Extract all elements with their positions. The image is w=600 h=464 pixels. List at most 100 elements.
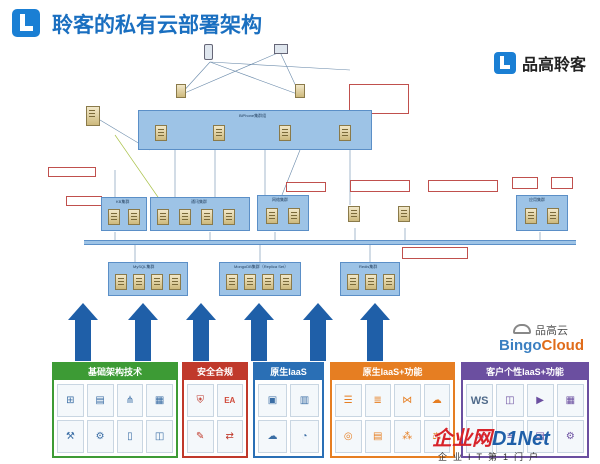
note-redis [402, 247, 468, 259]
up-arrow-icon [68, 303, 98, 361]
module-title: 安全合规 [184, 364, 246, 380]
zone-redis-cluster: Redis集群 [340, 262, 400, 296]
flow-icon: ⇄ [216, 420, 243, 453]
page-title: 聆客的私有云部署架构 [52, 14, 262, 37]
up-arrow-icon [128, 303, 158, 361]
server-icon [383, 274, 395, 290]
zone-label: BiPhone集群组 [239, 113, 267, 118]
stack-icon: ≣ [364, 384, 391, 417]
compute-icon: ▣ [258, 384, 287, 417]
title-bar: 聆客的私有云部署架构 [0, 0, 600, 44]
stack-icon: ≡ [496, 420, 524, 453]
database-icon: ◫ [496, 384, 524, 417]
note-app-b [428, 180, 498, 192]
server-icon [347, 274, 359, 290]
balance-icon: ⚖ [423, 420, 450, 453]
note-left-top [48, 167, 96, 177]
zone-net-cluster: 网络集群 [257, 195, 309, 231]
rack-icon: ▦ [556, 384, 584, 417]
up-arrow-icon [303, 303, 333, 361]
server-icon [365, 274, 377, 290]
desktop-icon: ▭ [466, 420, 494, 453]
note-left-mid [66, 196, 102, 206]
standalone-server-icon [86, 106, 100, 126]
zone-comm-cluster: 通讯集群 [150, 197, 250, 231]
module-icons: WS ◫ ▶ ▦ ▭ ≡ ▤ ⚙ [466, 384, 584, 453]
module-icons: ▣ ▥ ☁ ◔ [258, 384, 319, 453]
d1net-watermark: 企业网D1Net 企业IT第1门户 [432, 422, 598, 464]
watermark-logo-a: 企业网 [432, 428, 492, 450]
module-title: 原生IaaS+功能 [332, 364, 453, 380]
list-icon: ☰ [335, 384, 362, 417]
server-icon [157, 209, 169, 225]
server-icon [155, 125, 167, 141]
database-icon: ◫ [146, 420, 173, 453]
client-phone-icon [204, 44, 213, 60]
zone-label: 通讯集群 [191, 199, 207, 204]
server-icon [169, 274, 181, 290]
zone-label: MongoDB集群（Replica Set） [234, 264, 289, 269]
server-icon: ▤ [526, 420, 554, 453]
server-icon [348, 206, 360, 222]
server-icon: ▤ [364, 420, 391, 453]
bingocloud-cn: 品高云 [535, 325, 568, 337]
cloud-network-icon: ☁ [258, 420, 287, 453]
server-icon [525, 208, 537, 224]
zone-kb-cluster: KB集群 [101, 197, 147, 231]
network-backbone [84, 240, 576, 245]
bingocloud-en-b: Cloud [541, 337, 585, 354]
module-native-iaas: 原生IaaS ▣ ▥ ☁ ◔ [253, 362, 324, 458]
note-app-a [350, 180, 410, 192]
note-app-c [512, 177, 538, 189]
server-icon [339, 125, 351, 141]
server-icon [179, 209, 191, 225]
edit-icon: ✎ [187, 420, 214, 453]
module-icons: ☰ ≣ ⋈ ☁ ◎ ▤ ⁂ ⚖ [335, 384, 450, 453]
module-security: 安全合规 ⛨ EA ✎ ⇄ [182, 362, 248, 458]
cloud-settings-icon: ☁ [423, 384, 450, 417]
ws-icon: WS [466, 384, 494, 417]
zone-mysql-cluster: MySQL集群 [108, 262, 188, 296]
server-rack-icon: ▤ [86, 384, 114, 417]
watermark-logo: 企业网D1Net [432, 422, 550, 451]
note-app-d [551, 177, 573, 189]
monitor-gauge-icon: ◔ [290, 420, 319, 453]
brand-name: 品高聆客 [521, 57, 586, 74]
video-icon: ▶ [526, 384, 554, 417]
ea-icon: EA [216, 384, 243, 417]
hierarchy-icon: ⋈ [394, 384, 421, 417]
zone-label: MySQL集群 [133, 264, 155, 269]
storage-icon: ▥ [290, 384, 319, 417]
server-icon [280, 274, 292, 290]
lingke-logo-icon [12, 9, 40, 37]
server-icon [108, 209, 120, 225]
gear-icon: ⚙ [86, 420, 114, 453]
client-router-right-icon [295, 84, 305, 98]
server-icon [398, 206, 410, 222]
database-icon: ◎ [335, 420, 362, 453]
module-title: 客户个性IaaS+功能 [463, 364, 587, 380]
zone-label: 应用集群 [529, 197, 545, 202]
module-custom-iaas: 客户个性IaaS+功能 WS ◫ ▶ ▦ ▭ ≡ ▤ ⚙ [461, 362, 589, 458]
zone-label: KB集群 [116, 199, 130, 204]
bingocloud-en: BingoCloud [499, 337, 584, 354]
module-title: 原生IaaS [255, 364, 322, 380]
module-icons: ⛨ EA ✎ ⇄ [187, 384, 243, 453]
server-icon [266, 208, 278, 224]
server-icon [279, 125, 291, 141]
up-arrow-icon [244, 303, 274, 361]
module-native-iaas-plus: 原生IaaS+功能 ☰ ≣ ⋈ ☁ ◎ ▤ ⁂ ⚖ [330, 362, 455, 458]
server-icon [133, 274, 145, 290]
server-icon [244, 274, 256, 290]
zone-label: 网络集群 [272, 197, 288, 202]
bingocloud-logo: 品高云 BingoCloud [497, 322, 597, 360]
module-icons: ⊞ ▤ ⋔ ▦ ⚒ ⚙ ▯ ◫ [57, 384, 173, 453]
server-icon [201, 209, 213, 225]
zone-mongodb-cluster: MongoDB集群（Replica Set） [219, 262, 301, 296]
watermark-sub: 企业IT第1门户 [438, 452, 545, 462]
server-icon [547, 208, 559, 224]
server-icon [151, 274, 163, 290]
note-top-right [349, 84, 409, 114]
network-icon: ⊞ [57, 384, 84, 417]
